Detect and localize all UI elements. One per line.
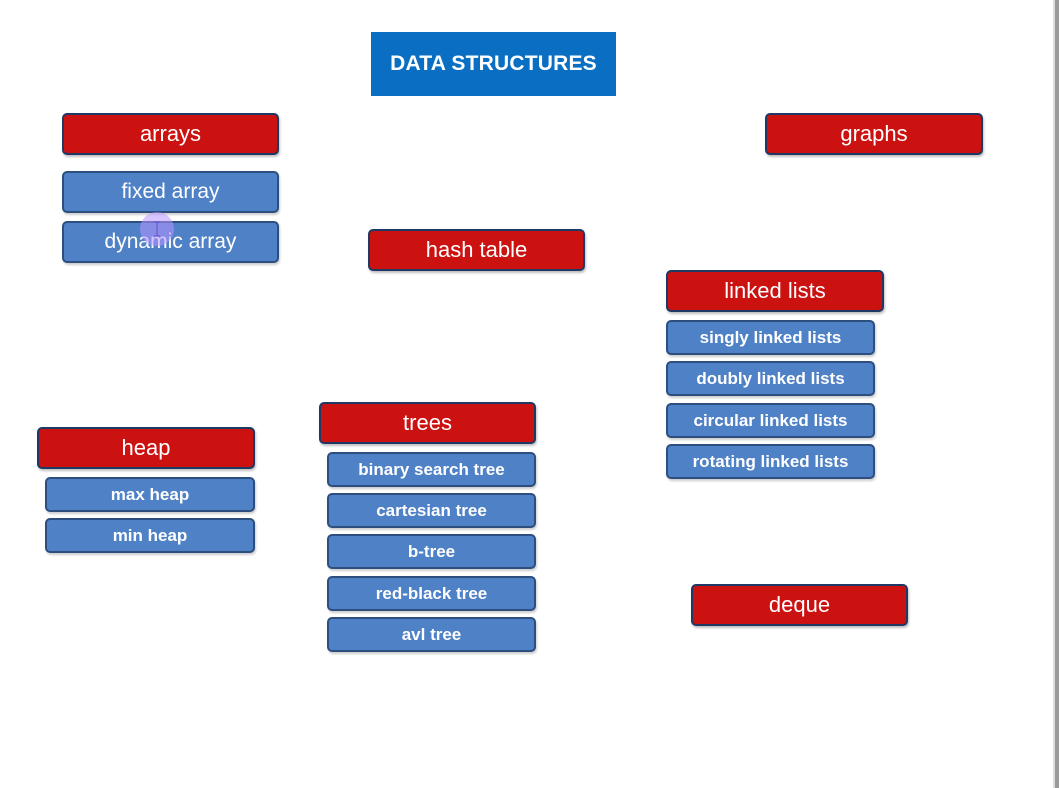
category-hash-table: hash table bbox=[368, 229, 585, 271]
category-trees: trees bbox=[319, 402, 536, 444]
category-heap: heap bbox=[37, 427, 255, 469]
item-dynamic-array: dynamic array bbox=[62, 221, 279, 263]
window-edge bbox=[1055, 0, 1059, 788]
category-graphs: graphs bbox=[765, 113, 983, 155]
item-min-heap: min heap bbox=[45, 518, 255, 553]
item-fixed-array: fixed array bbox=[62, 171, 279, 213]
item-rotating-linked-lists: rotating linked lists bbox=[666, 444, 875, 479]
item-binary-search-tree: binary search tree bbox=[327, 452, 536, 487]
item-singly-linked-lists: singly linked lists bbox=[666, 320, 875, 355]
item-b-tree: b-tree bbox=[327, 534, 536, 569]
item-circular-linked-lists: circular linked lists bbox=[666, 403, 875, 438]
item-avl-tree: avl tree bbox=[327, 617, 536, 652]
item-max-heap: max heap bbox=[45, 477, 255, 512]
category-deque: deque bbox=[691, 584, 908, 626]
category-arrays: arrays bbox=[62, 113, 279, 155]
item-red-black-tree: red-black tree bbox=[327, 576, 536, 611]
item-doubly-linked-lists: doubly linked lists bbox=[666, 361, 875, 396]
item-cartesian-tree: cartesian tree bbox=[327, 493, 536, 528]
diagram-title: DATA STRUCTURES bbox=[371, 32, 616, 96]
category-linked-lists: linked lists bbox=[666, 270, 884, 312]
window-edge-shadow bbox=[1053, 0, 1055, 788]
